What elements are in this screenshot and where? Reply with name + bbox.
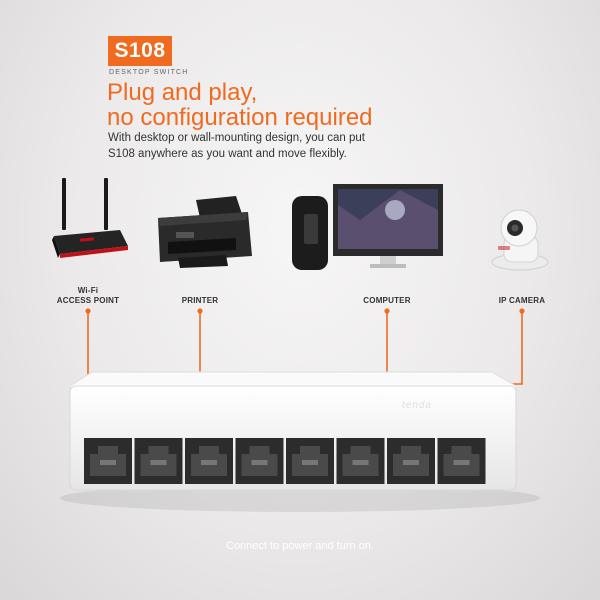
ethernet-port <box>286 438 334 484</box>
ethernet-port <box>134 438 183 484</box>
switch-logo: tenda <box>402 400 433 411</box>
headline: Plug and play, no configuration required <box>107 80 373 130</box>
headline-line-2: no configuration required <box>107 104 373 131</box>
device-label-ip-camera: IP CAMERA <box>498 296 546 305</box>
ethernet-port <box>336 438 385 484</box>
ethernet-port <box>84 438 132 484</box>
ethernet-port <box>437 438 486 484</box>
description-line-1: With desktop or wall-mounting design, yo… <box>108 132 365 144</box>
description: With desktop or wall-mounting design, yo… <box>108 130 448 162</box>
product-subtitle: DESKTOP SWITCH <box>109 69 189 76</box>
model-badge: S108 <box>108 36 172 66</box>
ethernet-port <box>235 438 284 484</box>
device-label-computer: COMPUTER <box>363 296 411 305</box>
ethernet-port <box>185 438 233 484</box>
headline-line-1: Plug and play, <box>107 79 258 106</box>
ethernet-port <box>387 438 435 484</box>
description-line-2: S108 anywhere as you want and move flexi… <box>108 148 347 160</box>
device-label-printer: PRINTER <box>181 296 219 305</box>
device-label-access-point: Wi-Fi ACCESS POINT <box>56 286 120 305</box>
caption: Connect to power and turn on. <box>226 540 374 552</box>
